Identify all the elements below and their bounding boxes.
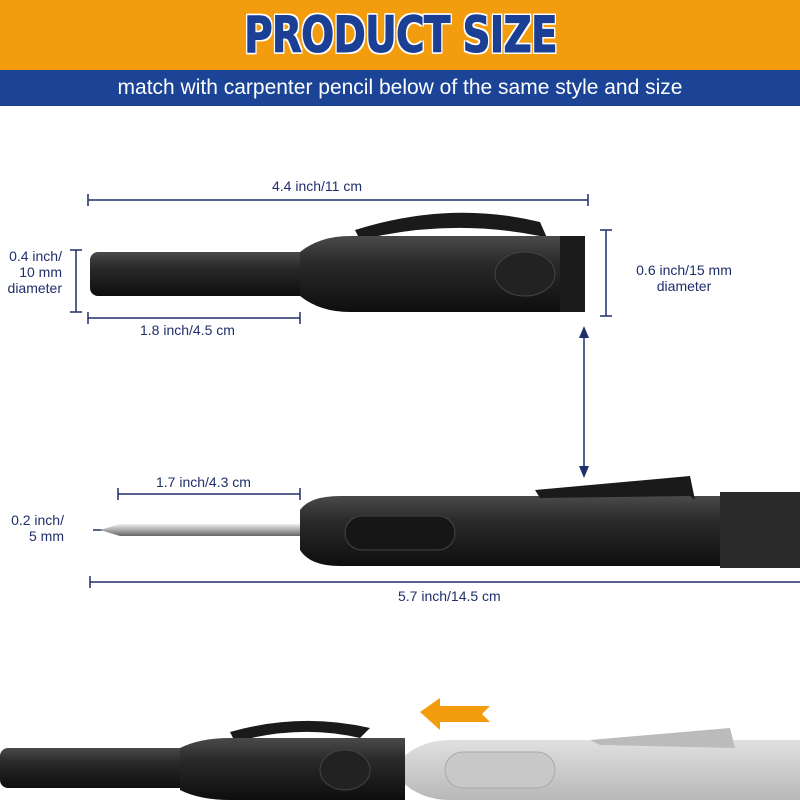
lead-diameter-label: 0.2 inch/ 5 mm	[0, 512, 64, 544]
cap-diameter-label: 0.6 inch/15 mm diameter	[624, 262, 744, 294]
mechanical-pencil	[100, 476, 800, 568]
arrow-left-icon	[420, 698, 490, 730]
cap-tip-length-label: 1.8 inch/4.5 cm	[140, 322, 235, 338]
lead-length-label: 1.7 inch/4.3 cm	[156, 474, 251, 490]
cap-length-label: 4.4 inch/11 cm	[272, 178, 363, 194]
subtitle-bar: match with carpenter pencil below of the…	[0, 70, 800, 106]
assembly-illustration	[0, 698, 800, 800]
text-line: diameter	[656, 278, 712, 294]
pencil-length-label: 5.7 inch/14.5 cm	[398, 588, 501, 604]
dimension-lines	[70, 194, 800, 588]
page-title: PRODUCT SIZE	[243, 6, 557, 65]
cap-pencil	[90, 212, 585, 312]
cap-tip-diameter-label: 0.4 inch/ 10 mm diameter	[0, 248, 62, 296]
text-line: 5 mm	[29, 528, 64, 544]
text-line: diameter	[7, 280, 62, 296]
text-line: 0.6 inch/15 mm	[636, 262, 732, 278]
text-line: 0.2 inch/	[11, 512, 64, 528]
text-line: 10 mm	[19, 264, 62, 280]
title-banner: PRODUCT SIZE	[0, 0, 800, 70]
text-line: 0.4 inch/	[9, 248, 62, 264]
